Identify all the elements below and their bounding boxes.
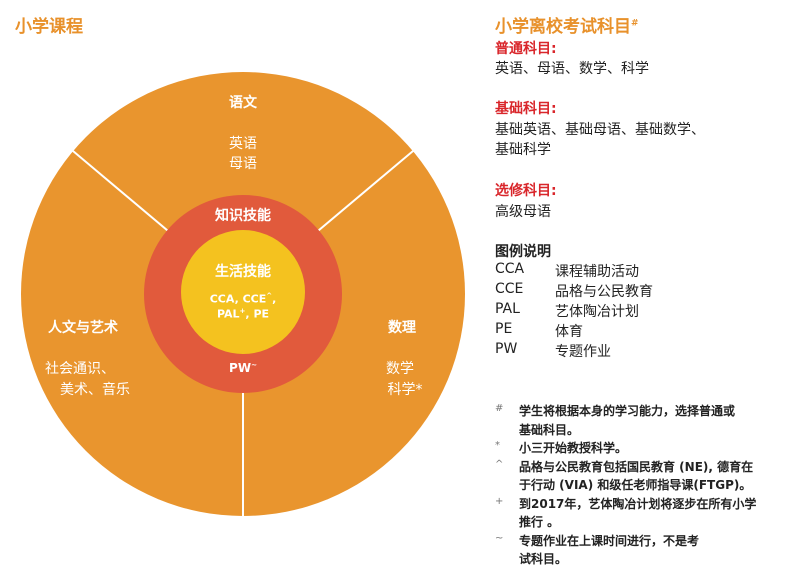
left-sector-title: 人文与艺术 (48, 320, 118, 336)
group-line: 基础英语、基础母语、基础数学、 (495, 122, 705, 138)
top-sector-title: 语文 (229, 95, 257, 111)
inner-core-line2: PAL+, PE (217, 307, 269, 321)
group-heading: 普通科目: (495, 41, 557, 57)
inner-core-line1: CCA, CCE^, (210, 292, 277, 306)
legend-abbr: PAL (495, 301, 520, 317)
legend-title: 图例说明 (495, 244, 551, 260)
middle-ring-pw: PW~ (229, 361, 257, 375)
legend-abbr: CCA (495, 261, 525, 277)
right-title: 小学离校考试科目# (495, 12, 639, 37)
footnote-line: 学生将根据本身的学习能力，选择普通或 (519, 404, 736, 418)
group-heading: 基础科目: (495, 101, 557, 117)
right-title-text: 小学离校考试科目 (495, 17, 631, 37)
right-sector-item: 数学 (386, 361, 414, 377)
legend-meaning: 体育 (555, 324, 583, 340)
left-title: 小学课程 (15, 17, 83, 37)
inner-core-text: PAL (216, 307, 240, 321)
footnote-line: 小三开始教授科学。 (519, 441, 628, 455)
inner-core-text: , PE (245, 307, 270, 321)
legend-abbr: PW (495, 341, 518, 357)
group-line: 英语、母语、数学、科学 (495, 61, 649, 77)
footnote-mark: # (495, 403, 504, 414)
legend-abbr: CCE (495, 281, 524, 297)
left-sector-item: 美术、音乐 (60, 382, 130, 398)
footnote-line: 专题作业在上课时间进行，不是考 (519, 533, 700, 548)
right-title-mark: # (631, 18, 639, 29)
legend-meaning: 品格与公民教育 (555, 284, 653, 300)
footnote-mark: ^ (495, 458, 504, 470)
footnote-line: 于行动 (VIA) 和级任老师指导课(FTGP)。 (519, 478, 752, 492)
legend-meaning: 课程辅助活动 (555, 264, 639, 280)
footnote-line: 到2017年，艺体陶冶计划将逐步在所有小学 (519, 496, 757, 511)
footnote-mark: * (495, 440, 500, 451)
footnote-line: 基础科目。 (519, 422, 580, 437)
pw-label: PW (229, 361, 252, 375)
top-sector-item: 英语 (229, 136, 257, 152)
middle-ring-title: 知识技能 (215, 208, 271, 224)
inner-core-mark: + (239, 307, 246, 315)
legend-meaning: 专题作业 (555, 344, 611, 360)
group-line: 高级母语 (495, 204, 551, 220)
left-sector-item: 社会通识、 (45, 361, 115, 377)
group-line: 基础科学 (495, 142, 551, 158)
inner-core-title: 生活技能 (215, 264, 271, 280)
footnote-line: 试科目。 (519, 552, 568, 566)
group-heading: 选修科目: (495, 183, 557, 199)
pw-mark: ~ (251, 361, 257, 369)
inner-core-text: , (272, 292, 277, 306)
legend-abbr: PE (495, 321, 513, 337)
curriculum-circle-diagram (21, 72, 465, 516)
legend-meaning: 艺体陶冶计划 (555, 304, 639, 320)
footnote-mark: ~ (495, 532, 504, 544)
inner-core-text: CCA, CCE (209, 292, 267, 306)
right-sector-title: 数理 (388, 320, 416, 336)
right-sector-item: 科学* (387, 382, 423, 398)
footnote-line: 品格与公民教育包括国民教育 (NE), 德育在 (519, 459, 754, 474)
footnote-line: 推行 。 (519, 515, 560, 529)
inner-core (181, 230, 305, 354)
footnote-mark: + (495, 495, 504, 507)
top-sector-item: 母语 (229, 156, 257, 172)
inner-core-mark: ^ (266, 292, 273, 300)
